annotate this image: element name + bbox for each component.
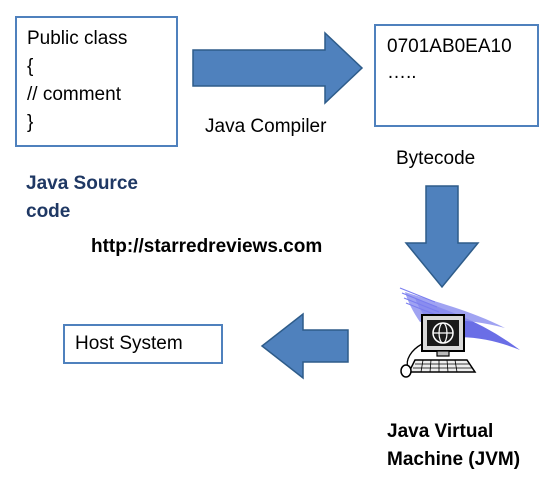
source-code-box: Public class { // comment } bbox=[15, 16, 178, 147]
host-system-box: Host System bbox=[63, 324, 223, 364]
bytecode-line-2: ….. bbox=[387, 62, 417, 83]
jvm-label-line2: Machine (JVM) bbox=[387, 449, 521, 470]
jvm-label-line1: Java Virtual bbox=[387, 421, 494, 442]
url-text: http://starredreviews.com bbox=[91, 236, 323, 257]
bytecode-label: Bytecode bbox=[396, 148, 476, 169]
source-line-1: Public class bbox=[27, 28, 128, 49]
host-label: Host System bbox=[75, 333, 183, 354]
computer-globe-icon bbox=[399, 287, 520, 378]
source-line-3: // comment bbox=[27, 84, 121, 105]
bytecode-box: 0701AB0EA10 ….. bbox=[374, 24, 539, 127]
compiler-label: Java Compiler bbox=[205, 116, 327, 137]
source-line-2: { bbox=[27, 56, 34, 77]
source-line-4: } bbox=[27, 112, 34, 133]
host-arrow bbox=[260, 312, 349, 380]
down-arrow bbox=[404, 185, 480, 289]
bytecode-line-1: 0701AB0EA10 bbox=[387, 36, 512, 57]
compiler-arrow bbox=[192, 31, 364, 105]
source-label-line1: Java Source bbox=[26, 173, 138, 194]
source-label-line2: code bbox=[26, 201, 71, 222]
